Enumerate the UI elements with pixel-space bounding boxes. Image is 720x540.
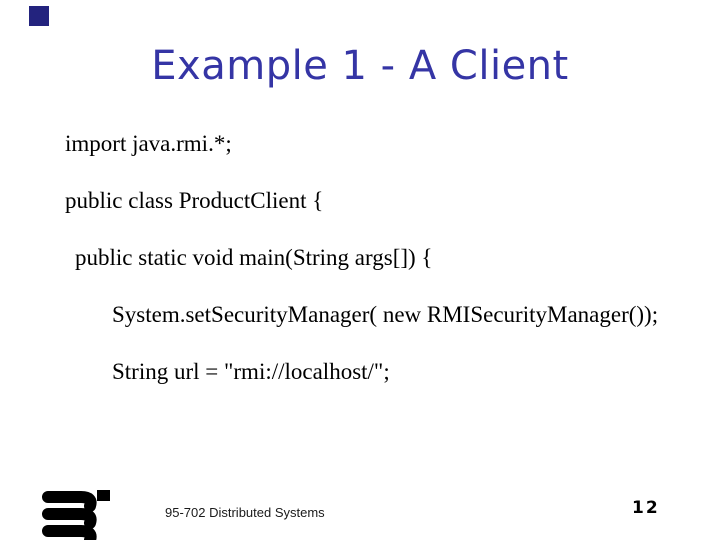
code-line-main-method: public static void main(String args[]) {	[75, 245, 433, 270]
code-line-security-manager: System.setSecurityManager( new RMISecuri…	[112, 302, 659, 327]
three-bars-logo-icon	[42, 490, 110, 540]
page-title: Example 1 - A Client	[151, 43, 569, 89]
code-line-url-string: String url = "rmi://localhost/";	[112, 359, 390, 384]
code-line-class-declaration: public class ProductClient {	[65, 188, 324, 213]
page-number: 12	[632, 498, 660, 518]
code-line-import: import java.rmi.*;	[65, 131, 232, 156]
footer-course-label: 95-702 Distributed Systems	[165, 505, 325, 520]
navy-accent-square-icon	[29, 6, 49, 26]
